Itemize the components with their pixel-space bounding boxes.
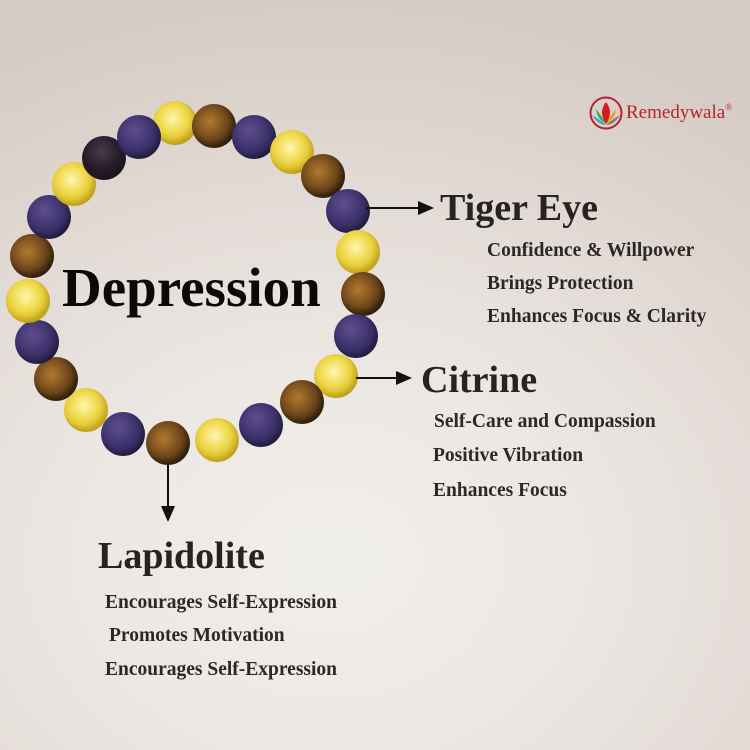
registered-mark: ® <box>725 102 733 112</box>
stone-title-tiger-eye: Tiger Eye <box>440 187 598 229</box>
brand-name: Remedywala® <box>626 102 732 124</box>
bead-yellow <box>64 388 108 432</box>
bead-purple <box>15 320 59 364</box>
bead-brown <box>146 421 190 465</box>
bead-purple <box>232 115 276 159</box>
bead-brown <box>10 234 54 278</box>
page-title: Depression <box>62 257 321 318</box>
benefit-item: Promotes Motivation <box>109 625 285 646</box>
benefit-item: Enhances Focus & Clarity <box>487 306 707 327</box>
arrow-right-icon <box>366 201 434 215</box>
bead-yellow <box>195 418 239 462</box>
benefit-item: Encourages Self-Expression <box>105 659 338 680</box>
brand-name-text: Remedywala <box>626 102 726 123</box>
bead-purple <box>326 189 370 233</box>
bead-purple <box>239 403 283 447</box>
bead-yellow <box>6 279 50 323</box>
benefit-item: Brings Protection <box>487 273 634 294</box>
bead-yellow <box>336 230 380 274</box>
bead-brown <box>34 357 78 401</box>
bead-brown <box>341 272 385 316</box>
stone-title-lapidolite: Lapidolite <box>98 535 265 577</box>
bead-purple <box>117 115 161 159</box>
benefit-item: Positive Vibration <box>433 445 584 466</box>
benefit-item: Enhances Focus <box>433 480 567 501</box>
benefit-item: Self-Care and Compassion <box>434 411 656 432</box>
arrow-right-icon <box>356 371 412 385</box>
benefit-item: Encourages Self-Expression <box>105 592 338 613</box>
brand-logo: Remedywala® <box>588 95 732 131</box>
bracelet-image <box>0 0 400 480</box>
lotus-icon <box>589 96 623 130</box>
benefit-item: Confidence & Willpower <box>487 240 695 261</box>
bead-purple <box>334 314 378 358</box>
bead-brown <box>280 380 324 424</box>
arrow-down-icon <box>161 464 175 522</box>
bead-purple <box>101 412 145 456</box>
bead-brown <box>192 104 236 148</box>
stone-title-citrine: Citrine <box>421 359 538 401</box>
